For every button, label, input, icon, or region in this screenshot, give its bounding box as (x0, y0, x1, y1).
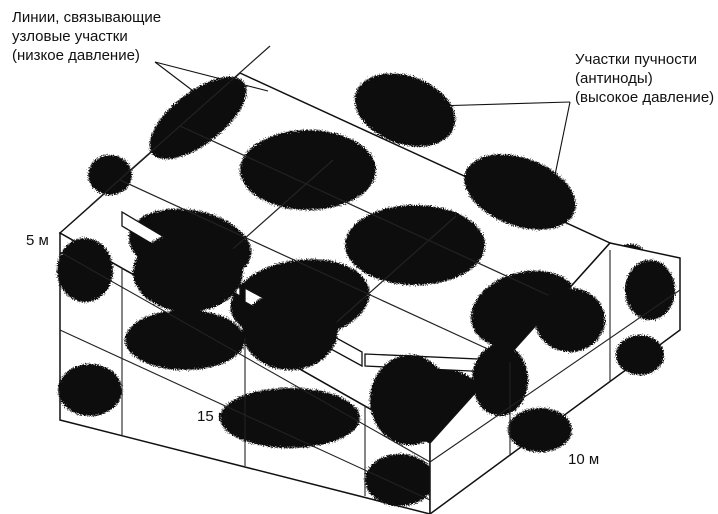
antinode-label-line-1: Участки пучности (575, 51, 697, 68)
nodal-label-line-1: Линии, связывающие (12, 9, 162, 26)
nodal-lines-side (429, 250, 681, 463)
nodal-lines-label: Линии, связывающие узловые участки (низк… (12, 8, 161, 65)
height-dimension-label: 5 м (26, 232, 49, 249)
antinodes-label: Участки пучности (антиноды) (высокое дав… (575, 50, 714, 107)
antinode-blobs-side (472, 260, 675, 452)
antinode-label-line-2: (антиноды) (575, 70, 653, 87)
nodal-lines-front (59, 251, 431, 501)
side-face (429, 242, 681, 514)
width-dimension-label: 10 м (568, 451, 600, 468)
antinode-blobs-front (57, 232, 450, 506)
nodal-label-line-2: узловые участки (12, 28, 128, 45)
nodal-label-line-3: (низкое давление) (12, 47, 140, 64)
antinode-label-line-3: (высокое давление) (575, 89, 715, 106)
leader-lines (154, 61, 571, 176)
front-face (57, 231, 450, 514)
length-dimension-label: 15 м (197, 408, 229, 425)
